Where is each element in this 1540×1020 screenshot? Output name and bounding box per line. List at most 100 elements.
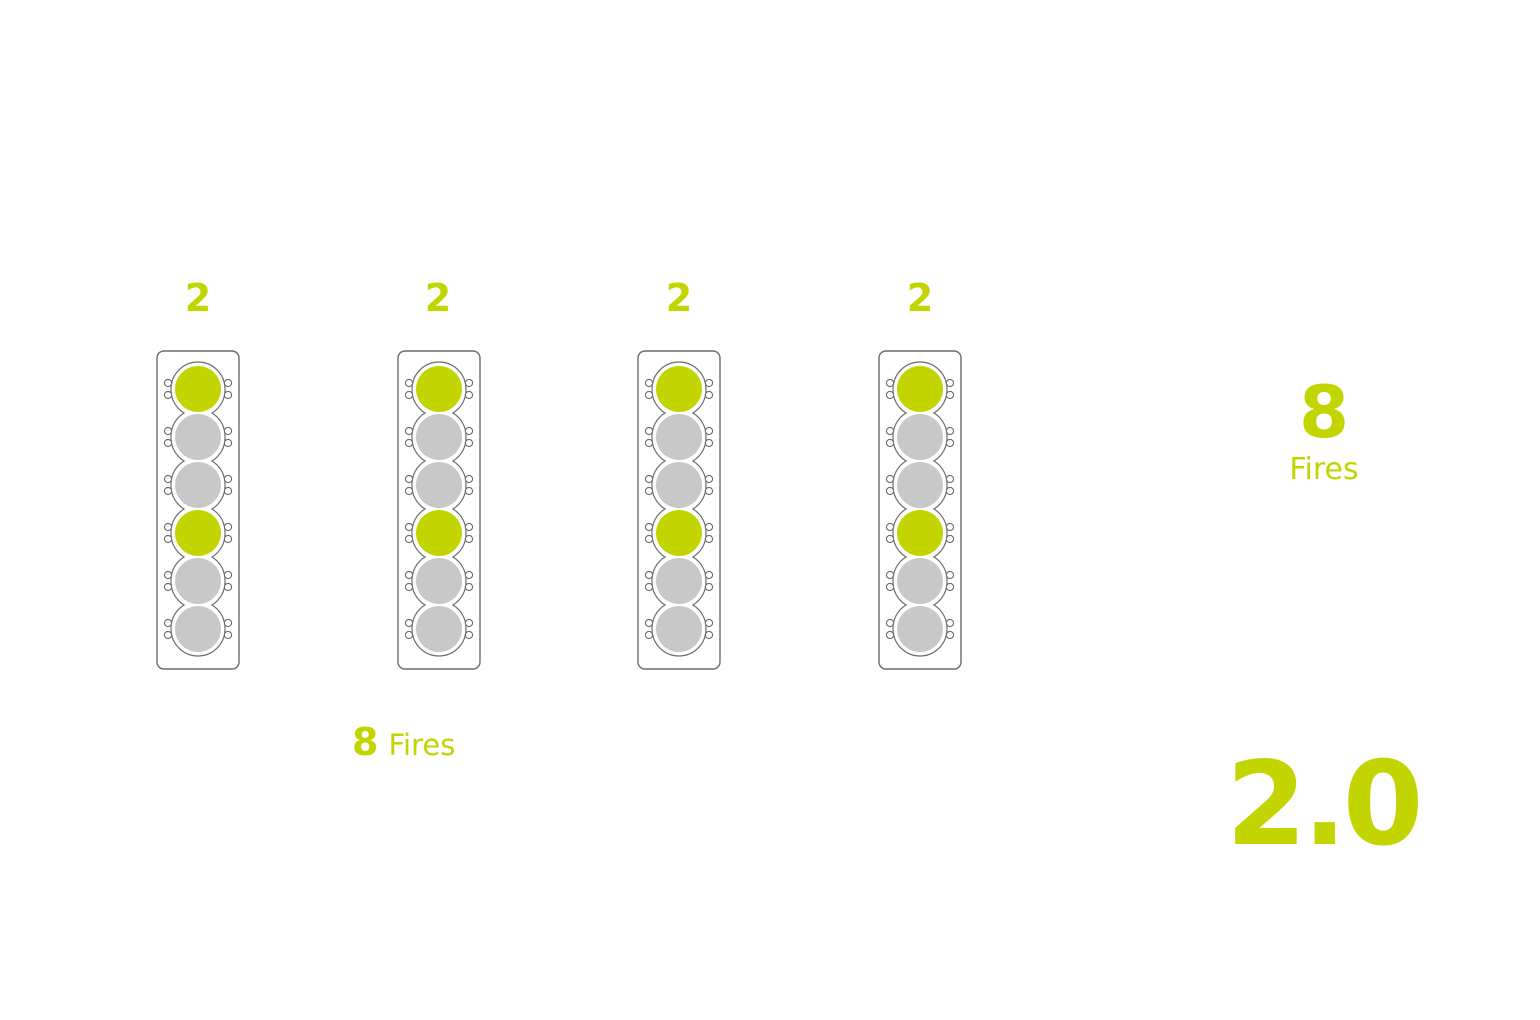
- cylinder-idle: [897, 414, 943, 460]
- head-2-fire-count: 2: [424, 276, 452, 320]
- bolt-hole: [945, 474, 955, 484]
- cylinder-firing: [656, 510, 702, 556]
- bolt-hole: [644, 582, 654, 592]
- bolt-hole: [163, 486, 173, 496]
- bolt-hole: [404, 582, 414, 592]
- bolt-hole: [163, 630, 173, 640]
- bolt-hole: [464, 426, 474, 436]
- head-4-fire-count: 2: [906, 276, 934, 320]
- bolt-hole: [404, 618, 414, 628]
- bolt-hole: [223, 438, 233, 448]
- bolt-hole: [885, 426, 895, 436]
- bolt-hole: [885, 618, 895, 628]
- bolt-hole: [404, 426, 414, 436]
- cylinder-idle: [897, 606, 943, 652]
- gasket-outline: [411, 361, 467, 657]
- bolt-hole: [464, 582, 474, 592]
- bolt-hole: [464, 486, 474, 496]
- bolt-hole: [223, 618, 233, 628]
- cylinder-idle: [897, 558, 943, 604]
- bolt-hole: [885, 378, 895, 388]
- bolt-hole: [704, 618, 714, 628]
- bolt-hole: [223, 486, 233, 496]
- bolt-hole: [885, 534, 895, 544]
- head-outline: [878, 350, 962, 670]
- bolt-hole: [945, 534, 955, 544]
- bolt-hole: [464, 522, 474, 532]
- bolt-hole: [163, 378, 173, 388]
- head-outline: [637, 350, 721, 670]
- bolt-hole: [945, 438, 955, 448]
- cylinder-idle: [656, 414, 702, 460]
- bolt-hole: [223, 426, 233, 436]
- cylinder-idle: [416, 558, 462, 604]
- bolt-hole: [704, 582, 714, 592]
- bolt-hole: [945, 486, 955, 496]
- bolt-hole: [223, 534, 233, 544]
- bolt-hole: [885, 582, 895, 592]
- side-fires-value: 8: [1298, 370, 1350, 454]
- bolt-hole: [404, 438, 414, 448]
- cylinder-idle: [656, 606, 702, 652]
- bolt-hole: [704, 522, 714, 532]
- head-3-fire-count: 2: [665, 276, 693, 320]
- bolt-hole: [885, 390, 895, 400]
- bolt-hole: [464, 474, 474, 484]
- bolt-hole: [464, 618, 474, 628]
- bolt-hole: [223, 522, 233, 532]
- bolt-hole: [704, 378, 714, 388]
- cylinder-firing: [656, 366, 702, 412]
- cylinder-idle: [175, 558, 221, 604]
- bolt-hole: [163, 522, 173, 532]
- bolt-hole: [704, 474, 714, 484]
- cylinder-idle: [175, 606, 221, 652]
- cylinder-head-4: [878, 350, 962, 670]
- bottom-fires-label: Fires: [388, 728, 456, 762]
- cylinder-firing: [416, 366, 462, 412]
- bolt-hole: [704, 570, 714, 580]
- bolt-hole: [885, 486, 895, 496]
- bolt-hole: [223, 570, 233, 580]
- bolt-hole: [163, 474, 173, 484]
- bolt-hole: [704, 630, 714, 640]
- bolt-hole: [885, 570, 895, 580]
- bolt-hole: [885, 438, 895, 448]
- cylinder-idle: [897, 462, 943, 508]
- bolt-hole: [704, 438, 714, 448]
- head-outline: [397, 350, 481, 670]
- cylinder-idle: [656, 558, 702, 604]
- head-outline: [156, 350, 240, 670]
- bolt-hole: [464, 378, 474, 388]
- bolt-hole: [704, 426, 714, 436]
- bolt-hole: [404, 534, 414, 544]
- bolt-hole: [464, 630, 474, 640]
- bolt-hole: [404, 522, 414, 532]
- bolt-hole: [163, 438, 173, 448]
- bolt-hole: [464, 570, 474, 580]
- bolt-hole: [885, 630, 895, 640]
- bolt-hole: [945, 618, 955, 628]
- bottom-fires-value: 8: [352, 720, 379, 764]
- bolt-hole: [704, 486, 714, 496]
- cylinder-firing: [175, 366, 221, 412]
- bolt-hole: [644, 570, 654, 580]
- bolt-hole: [704, 534, 714, 544]
- bolt-hole: [945, 426, 955, 436]
- bolt-hole: [644, 390, 654, 400]
- bolt-hole: [945, 522, 955, 532]
- bolt-hole: [404, 486, 414, 496]
- bolt-hole: [163, 426, 173, 436]
- cylinder-head-3: [637, 350, 721, 670]
- bolt-hole: [163, 582, 173, 592]
- bolt-hole: [644, 426, 654, 436]
- cylinder-firing: [897, 510, 943, 556]
- cylinder-firing: [175, 510, 221, 556]
- gasket-outline: [892, 361, 948, 657]
- bolt-hole: [885, 474, 895, 484]
- cylinder-idle: [175, 462, 221, 508]
- bottom-fires-total: 8 Fires: [352, 720, 455, 767]
- bolt-hole: [945, 570, 955, 580]
- bolt-hole: [644, 474, 654, 484]
- gasket-outline: [170, 361, 226, 657]
- bolt-hole: [404, 474, 414, 484]
